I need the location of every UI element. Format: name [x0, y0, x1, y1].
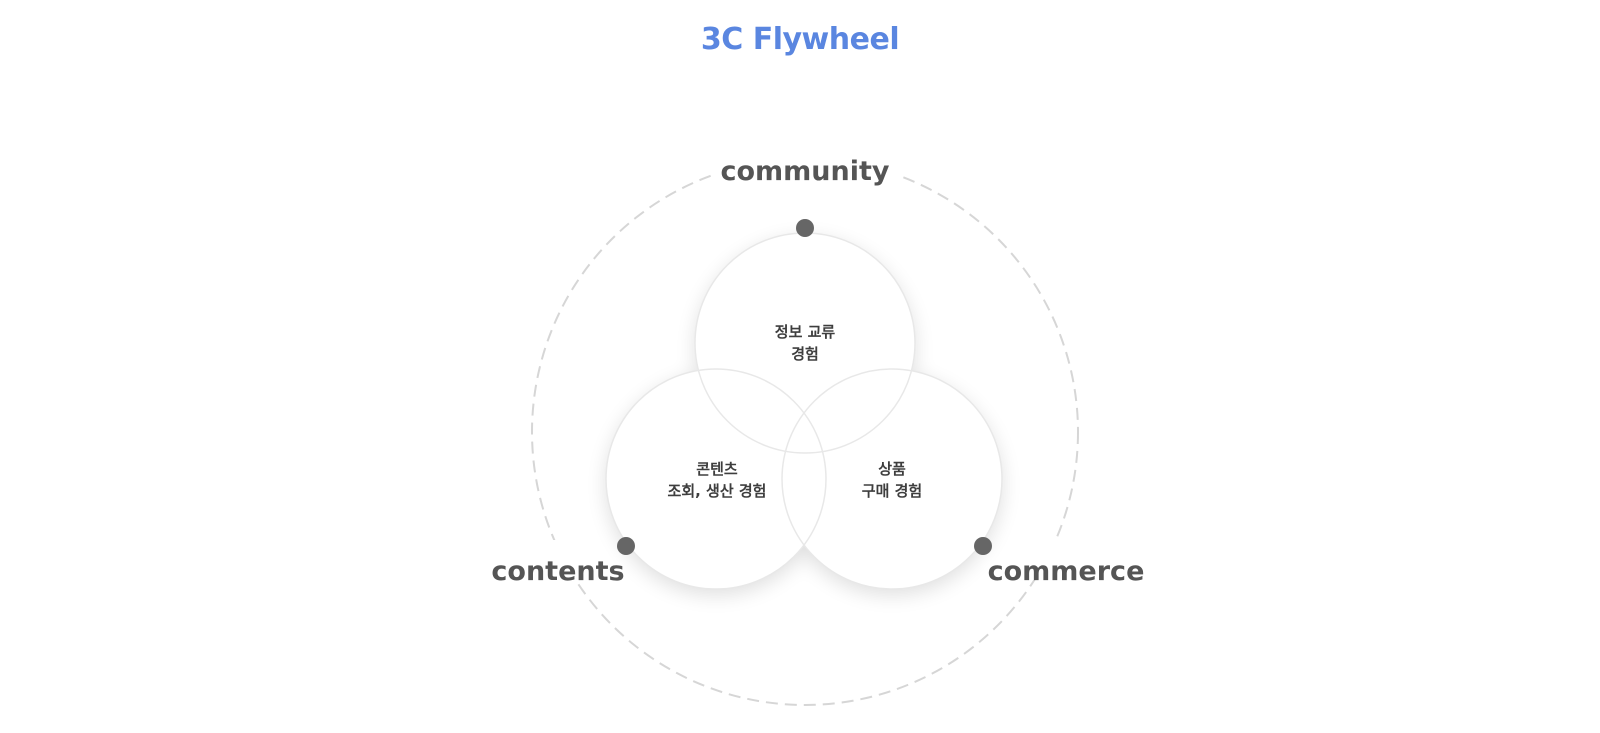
commerce-dot — [974, 537, 992, 555]
community-label-mask — [712, 148, 898, 188]
top-circle-line2: 경험 — [791, 345, 819, 363]
venn-circle-left — [606, 369, 826, 589]
left-circle-line1: 콘텐츠 — [696, 460, 738, 478]
right-circle-line2: 구매 경험 — [862, 482, 922, 500]
commerce-label-mask — [987, 540, 1147, 580]
contents-label: contents — [491, 556, 624, 587]
venn-fills — [606, 233, 1002, 589]
page-title: 3C Flywheel — [700, 22, 900, 57]
contents-label-mask — [492, 540, 632, 580]
contents-dot — [617, 537, 635, 555]
left-circle-line2: 조회, 생산 경험 — [668, 482, 767, 500]
commerce-label: commerce — [988, 556, 1145, 587]
top-circle-line1: 정보 교류 — [775, 323, 836, 341]
venn-circle-right — [782, 369, 1002, 589]
venn-outlines — [605, 232, 1003, 590]
right-circle-line1: 상품 — [878, 460, 906, 478]
venn-outline-left — [605, 368, 827, 590]
outer-dashed-ring — [531, 158, 1079, 706]
community-dot — [796, 219, 814, 237]
venn-outline-right — [781, 368, 1003, 590]
community-label: community — [720, 156, 889, 187]
